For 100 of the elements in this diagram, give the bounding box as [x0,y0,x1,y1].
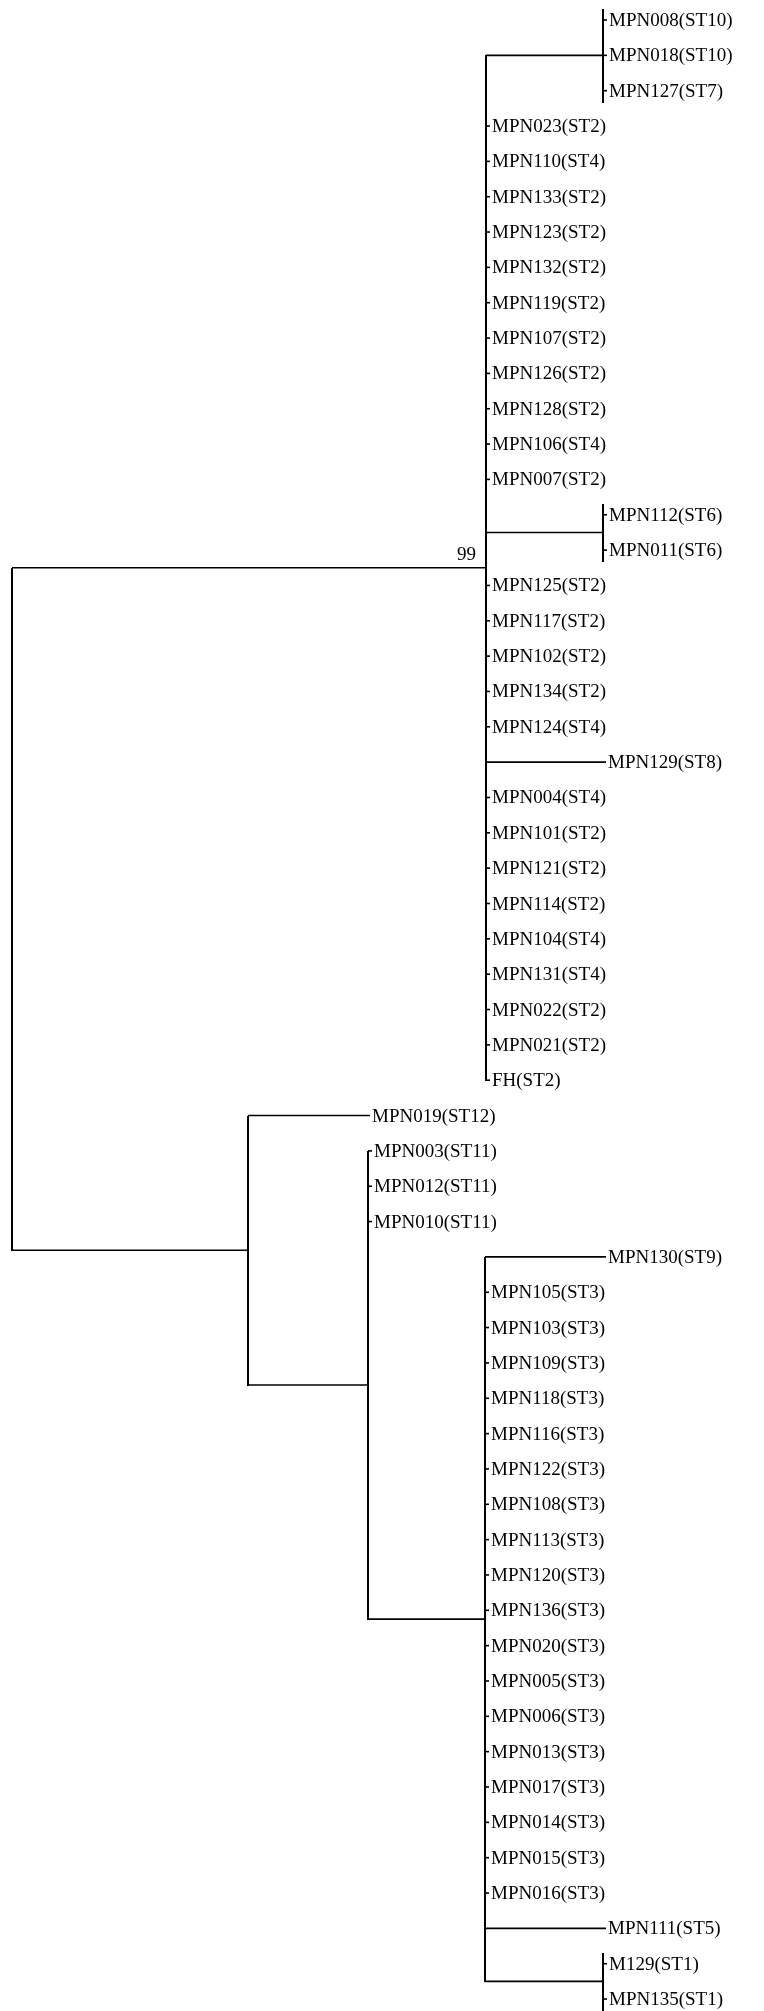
taxon-label: MPN106(ST4) [492,433,606,456]
taxon-label: MPN104(ST4) [492,927,606,950]
taxon-label: MPN107(ST2) [492,327,606,350]
branch-line [485,620,491,622]
branch-line [485,125,491,127]
taxon-label: MPN016(ST3) [491,1882,605,1904]
taxon-label: MPN003(ST11) [374,1139,497,1162]
taxon-label: MPN010(ST11) [374,1210,497,1233]
branch-line [485,867,491,869]
taxon-label: MPN123(ST2) [492,221,606,244]
branch-line [485,902,491,905]
branch-line [485,531,604,534]
taxon-label: MPN015(ST3) [491,1846,605,1869]
branch-line [485,266,491,269]
branch-line [485,1044,491,1046]
branch-line [602,89,608,92]
taxon-label: MPN109(ST3) [491,1351,605,1374]
branch-line [485,407,491,410]
branch-line [484,1680,490,1682]
taxon-label: MPN021(ST2) [492,1033,606,1056]
branch-line [484,1980,604,1983]
branch-line [484,1362,490,1364]
branch-line [485,973,491,975]
taxon-label: MPN135(ST1) [609,1988,723,2011]
branch-line [602,1962,608,1965]
branch-line [485,160,491,163]
branch-line [485,301,491,304]
bootstrap-value: 99 [457,542,476,565]
taxon-label: MPN011(ST6) [609,539,723,562]
branch-line [485,231,491,233]
branch-line [367,1185,373,1187]
taxon-label: MPN111(ST5) [608,1917,721,1940]
branch-line [485,1008,491,1011]
taxon-label: MPN013(ST3) [491,1740,605,1763]
branch-line [484,1574,490,1576]
branch-line [367,1150,373,1152]
taxon-label: M129(ST1) [609,1952,699,1975]
taxon-label: MPN117(ST2) [492,609,606,632]
branch-line [485,796,491,799]
branch-line [602,54,608,57]
taxon-label: MPN101(ST2) [492,821,606,844]
branch-line [484,1503,490,1506]
branch-line [602,549,608,551]
taxon-label: MPN005(ST3) [491,1669,605,1692]
taxon-label: MPN014(ST3) [491,1811,605,1834]
branch-line [484,1538,490,1541]
taxon-label: MPN133(ST2) [492,185,606,208]
branch-line [484,1432,490,1435]
taxon-label: MPN108(ST3) [491,1493,605,1516]
taxon-label: MPN017(ST3) [491,1776,605,1798]
branch-line [485,478,491,481]
taxon-label: MPN130(ST9) [608,1245,722,1268]
taxon-label: MPN121(ST2) [492,857,606,880]
branch-line [247,1384,369,1386]
taxon-label: MPN132(ST2) [492,256,606,279]
branch-line [484,1468,490,1470]
taxon-label: MPN113(ST3) [491,1528,605,1551]
branch-line [11,566,487,569]
branch-line [485,443,491,445]
taxon-label: MPN004(ST4) [492,786,606,809]
taxon-label: MPN126(ST2) [492,362,606,385]
branch-line [367,1220,373,1223]
taxon-label: MPN105(ST3) [491,1281,605,1304]
taxon-label: MPN129(ST8) [608,751,722,774]
taxon-label: MPN008(ST10) [609,9,733,31]
taxon-label: MPN022(ST2) [492,998,606,1021]
branch-line [484,1750,490,1753]
branch-line [484,1256,607,1258]
branch-line [485,584,491,587]
branch-line [484,1397,490,1400]
branch-line [484,1786,490,1788]
taxon-label: MPN122(ST3) [491,1457,605,1480]
branch-line [485,1079,491,1081]
branch-line [485,726,491,728]
taxon-label: MPN120(ST3) [491,1563,605,1586]
taxon-label: MPN125(ST2) [492,574,606,597]
taxon-label: FH(ST2) [492,1069,561,1092]
branch-line [11,1249,249,1252]
taxon-label: MPN112(ST6) [609,503,723,526]
taxon-label: MPN136(ST3) [491,1599,605,1622]
taxon-label: MPN131(ST4) [492,963,606,986]
branch-line [485,54,604,57]
taxon-label: MPN007(ST2) [492,468,606,491]
branch-line [602,1998,608,2000]
branch-line [484,1892,490,1894]
taxon-label: MPN019(ST12) [372,1104,496,1127]
branch-line [247,1114,371,1117]
taxon-label: MPN023(ST2) [492,115,606,137]
taxon-label: MPN134(ST2) [492,680,606,703]
branch-line [484,1927,607,1930]
taxon-label: MPN118(ST3) [491,1387,605,1410]
branch-line [485,372,491,375]
branch-line [484,1715,490,1718]
branch-line [367,1618,486,1620]
taxon-label: MPN128(ST2) [492,397,606,420]
branch-line [484,1326,490,1329]
taxon-label: MPN018(ST10) [609,44,733,67]
branch-line [484,1856,490,1859]
taxon-label: MPN102(ST2) [492,645,606,668]
branch-line [484,1609,490,1612]
